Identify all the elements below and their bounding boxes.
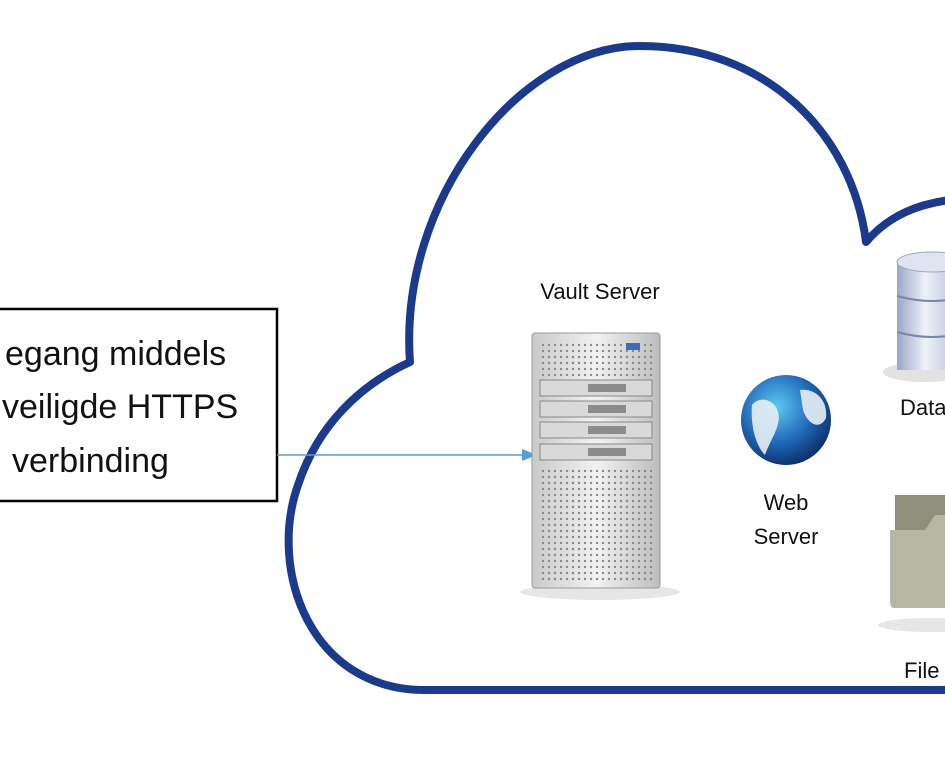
file-label: File xyxy=(904,658,939,683)
database-label: Data xyxy=(900,395,945,420)
callout-line-2: veiligde HTTPS xyxy=(2,388,238,426)
callout-line-1: egang middels xyxy=(5,335,226,373)
web-server-label-line1: Web xyxy=(764,490,809,515)
web-server-label-line2: Server xyxy=(754,524,819,549)
vault-server-label: Vault Server xyxy=(540,279,659,304)
connection-arrow xyxy=(277,449,537,461)
database-icon xyxy=(883,251,945,382)
https-callout-box: egang middels veiligde HTTPS verbinding xyxy=(0,307,279,503)
cloud-outline xyxy=(284,42,945,694)
callout-line-3: verbinding xyxy=(12,442,169,480)
server-tower-icon xyxy=(520,332,680,600)
globe-icon xyxy=(741,375,831,465)
folder-icon xyxy=(878,495,945,632)
